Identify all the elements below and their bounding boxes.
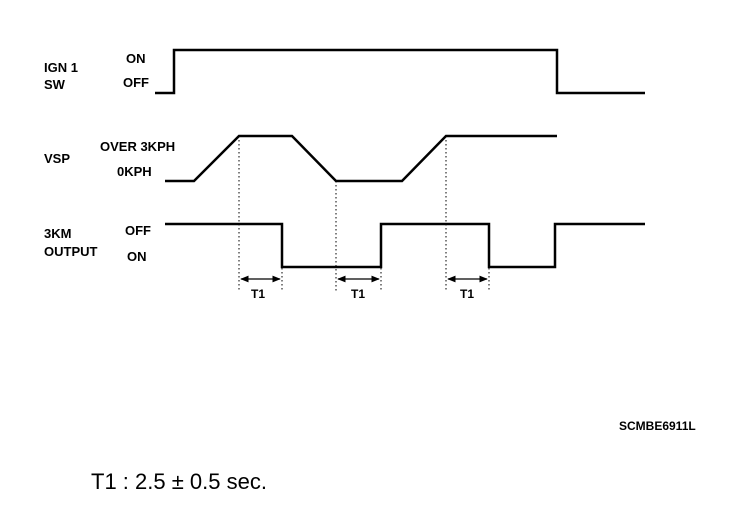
vsp-waveform — [165, 134, 557, 183]
guide-lines — [238, 136, 490, 292]
t1-label: T1 — [251, 287, 265, 301]
t1-dimension-1: T1 — [240, 275, 281, 301]
ign-sw-name-line2: SW — [44, 77, 66, 92]
t1-label: T1 — [460, 287, 474, 301]
vsp-signal: VSP OVER 3KPH 0KPH — [44, 134, 557, 183]
ign-sw-waveform — [155, 48, 645, 95]
ign-sw-level-off: OFF — [123, 75, 149, 90]
output-waveform — [165, 222, 645, 269]
t1-note: T1 : 2.5 ± 0.5 sec. — [91, 469, 267, 494]
t1-dimension-2: T1 — [337, 275, 380, 301]
drawing-code: SCMBE6911L — [619, 419, 696, 433]
t1-dimension-3: T1 — [447, 275, 488, 301]
output-signal: 3KM OUTPUT OFF ON — [44, 222, 645, 269]
output-level-off: OFF — [125, 223, 151, 238]
ign-sw-signal: IGN 1 SW ON OFF — [44, 48, 645, 95]
output-level-on: ON — [127, 249, 147, 264]
vsp-name: VSP — [44, 151, 70, 166]
t1-label: T1 — [351, 287, 365, 301]
output-name-line1: 3KM — [44, 226, 71, 241]
ign-sw-name-line1: IGN 1 — [44, 60, 78, 75]
vsp-level-over-3kph: OVER 3KPH — [100, 139, 175, 154]
vsp-level-0kph: 0KPH — [117, 164, 152, 179]
ign-sw-level-on: ON — [126, 51, 146, 66]
output-name-line2: OUTPUT — [44, 244, 98, 259]
